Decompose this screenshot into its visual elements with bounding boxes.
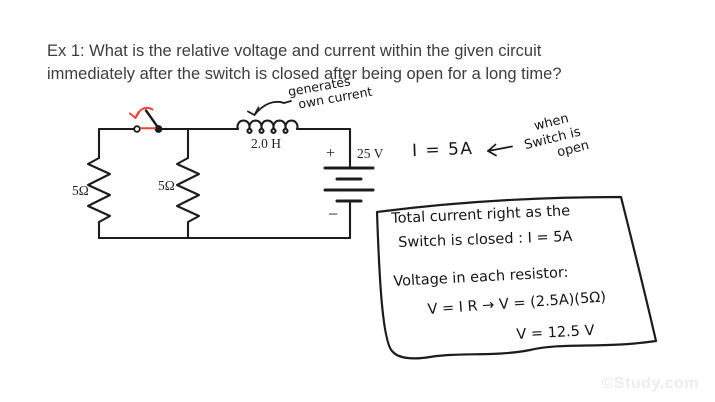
battery-plus-sign: + xyxy=(326,145,336,162)
inductor-coil xyxy=(236,119,299,134)
current-equation: I = 5A xyxy=(411,138,474,162)
switch xyxy=(133,109,163,133)
resistor-left xyxy=(86,156,112,224)
switch-blade xyxy=(144,109,160,129)
notebox-outline xyxy=(375,195,658,360)
battery-voltage-label: 25 V xyxy=(357,146,384,161)
resistor-left-label: 5Ω xyxy=(72,183,89,198)
battery-symbol xyxy=(323,166,375,203)
problem-statement: Ex 1: What is the relative voltage and c… xyxy=(47,40,562,85)
problem-statement-line2: immediately after the switch is closed a… xyxy=(47,64,562,83)
resistor-middle-label: 5Ω xyxy=(158,178,175,193)
watermark: ©Study.com xyxy=(601,375,699,392)
switch-close-arrow-icon xyxy=(129,106,156,130)
inductor-label: 2.0 H xyxy=(251,136,281,151)
left-arrow-icon xyxy=(487,143,513,157)
switch-contact-left xyxy=(133,125,141,133)
resistor-middle xyxy=(175,156,201,224)
problem-statement-line1: Ex 1: What is the relative voltage and c… xyxy=(47,42,542,60)
inductor-annotation-arrow-icon xyxy=(247,100,292,116)
battery-minus-sign: − xyxy=(328,204,339,224)
